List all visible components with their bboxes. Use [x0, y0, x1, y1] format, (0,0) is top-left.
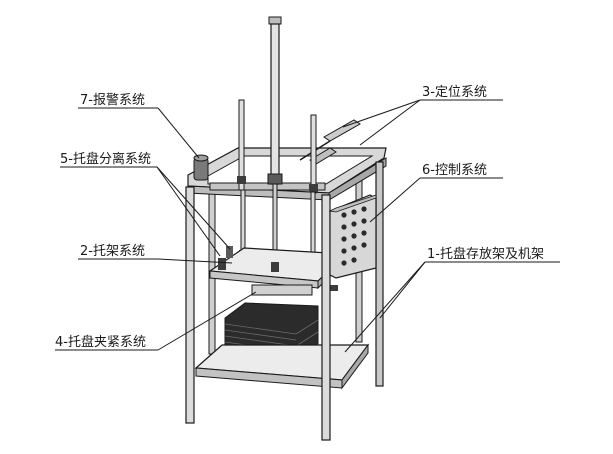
side-right-post [375, 161, 384, 387]
lift-rod-right [310, 191, 316, 255]
top-frame-opening [207, 155, 374, 185]
label-separation-system: 5-托盘分离系统 [60, 151, 151, 167]
label-storage-frame: 1-托盘存放架及机架 [427, 246, 544, 262]
label-positioning-system: 3-定位系统 [422, 85, 487, 100]
cylinder-cap [268, 16, 282, 25]
piston-rod [272, 183, 278, 255]
separator-finger-left [218, 258, 226, 270]
guide-rod-right [310, 114, 317, 194]
label-clamping-system: 4-托盘夹紧系统 [55, 334, 146, 350]
cylinder-mount [267, 173, 283, 185]
lift-rod-left [240, 189, 246, 251]
bottom-shelf-side [341, 343, 369, 390]
label-control-system: 6-控制系统 [422, 163, 487, 178]
label-alarm-system: 7-报警系统 [80, 92, 145, 108]
rod-clamp-left [237, 176, 246, 184]
separator-finger-back [226, 246, 233, 258]
front-right-post [321, 194, 331, 441]
rod-clamp-right [309, 184, 318, 192]
control-buttons [341, 206, 367, 266]
plate-hub [271, 262, 279, 272]
positioning-rail [323, 119, 361, 142]
main-cylinder [270, 23, 280, 185]
front-left-post [185, 186, 195, 424]
leader-lines [55, 99, 560, 353]
clamp-bar [251, 284, 313, 296]
label-pallet-frame-system: 2-托架系统 [80, 244, 145, 259]
plate-latch [328, 285, 338, 291]
back-left-post [208, 177, 216, 355]
